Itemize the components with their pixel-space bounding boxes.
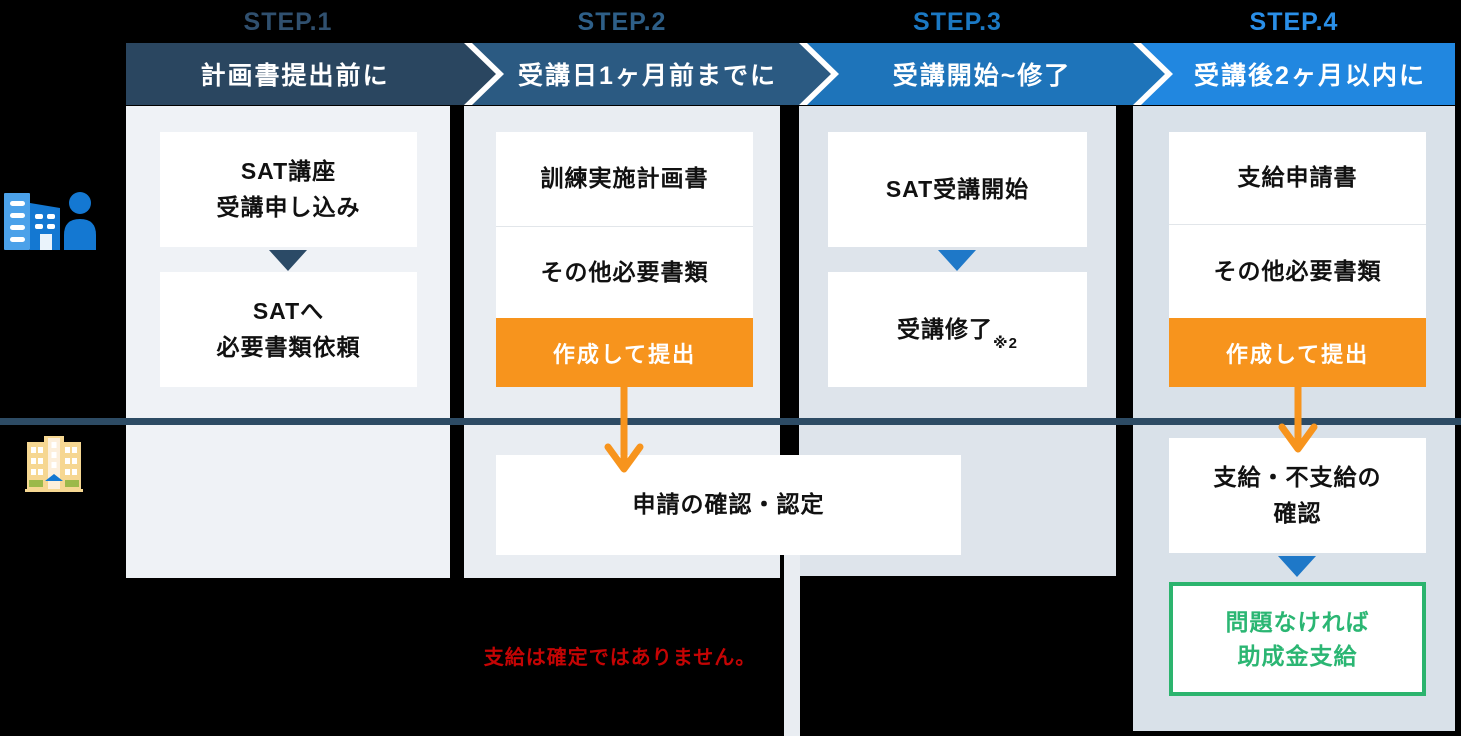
down-arrow-icon bbox=[1278, 556, 1316, 577]
step-1-header-title: 計画書提出前に bbox=[126, 43, 496, 105]
disclaimer-note: 支給は確定ではありません。 bbox=[483, 647, 757, 669]
course-complete-label: 受講修了 bbox=[897, 315, 994, 342]
step-3-label: STEP.3 bbox=[913, 8, 1002, 36]
other-docs-box-step2: その他必要書類 bbox=[496, 227, 753, 318]
step-4-header: 受講後2ヶ月以内に bbox=[1133, 43, 1455, 105]
grant-result-check-box: 支給・不支給の 確認 bbox=[1169, 438, 1426, 553]
course-complete-footnote: ※2 bbox=[993, 334, 1018, 352]
step-2-label: STEP.2 bbox=[577, 8, 667, 36]
submit-arrow-icon bbox=[598, 385, 650, 482]
course-apply-box: SAT講座 受講申し込み bbox=[160, 132, 417, 247]
step-3-header-title: 受講開始~修了 bbox=[799, 43, 1165, 105]
course-start-box: SAT受講開始 bbox=[828, 132, 1087, 247]
step-1-header: 計画書提出前に bbox=[126, 43, 496, 105]
step-2-header: 受講日1ヶ月前までに bbox=[464, 43, 831, 105]
government-building-icon bbox=[25, 434, 83, 497]
course-complete-box: 受講修了※2 bbox=[828, 272, 1087, 387]
step-4-label: STEP.4 bbox=[1249, 8, 1339, 36]
training-plan-doc-box: 訓練実施計画書 bbox=[496, 132, 753, 227]
down-arrow-icon bbox=[269, 250, 307, 271]
submit-arrow-icon bbox=[1272, 385, 1324, 460]
step-3-header: 受講開始~修了 bbox=[799, 43, 1165, 105]
column-gap-strip bbox=[784, 555, 800, 736]
grant-payment-label: 問題なければ 助成金支給 bbox=[1225, 608, 1370, 670]
application-review-box: 申請の確認・認定 bbox=[496, 455, 961, 555]
company-and-person-icon bbox=[4, 190, 96, 255]
other-docs-box-step4: その他必要書類 bbox=[1169, 225, 1426, 318]
step-4-header-title: 受講後2ヶ月以内に bbox=[1133, 43, 1455, 105]
down-arrow-icon bbox=[938, 250, 976, 271]
grant-application-doc-box: 支給申請書 bbox=[1169, 132, 1426, 225]
grant-payment-box: 問題なければ 助成金支給 bbox=[1169, 582, 1426, 696]
submit-action-box-step2: 作成して提出 bbox=[496, 318, 753, 387]
submit-action-box-step4: 作成して提出 bbox=[1169, 318, 1426, 387]
document-request-box: SATへ 必要書類依頼 bbox=[160, 272, 417, 387]
step-2-header-title: 受講日1ヶ月前までに bbox=[464, 43, 831, 105]
step-1-label: STEP.1 bbox=[243, 8, 333, 36]
actor-divider-line bbox=[0, 418, 1461, 425]
